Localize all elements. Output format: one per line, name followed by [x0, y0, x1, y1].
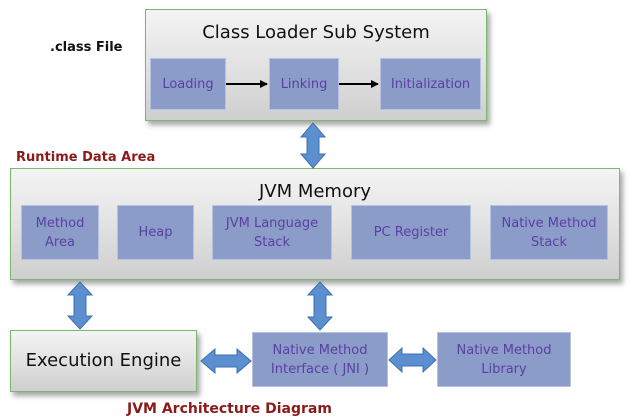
native-method-stack-box: Native Method Stack	[490, 205, 608, 260]
method-area-box: Method Area	[21, 205, 99, 260]
diagram-caption: JVM Architecture Diagram	[127, 401, 332, 417]
double-arrow-memory-jni	[306, 281, 334, 331]
linking-box: Linking	[269, 58, 339, 110]
double-arrow-loader-memory	[299, 122, 327, 169]
runtime-data-area-label: Runtime Data Area	[16, 150, 156, 165]
class-file-label: .class File	[50, 40, 123, 55]
native-method-library-box: Native Method Library	[437, 332, 571, 387]
class-loader-title: Class Loader Sub System	[202, 22, 430, 43]
initialization-box: Initialization	[380, 58, 481, 110]
double-arrow-jni-library	[388, 346, 437, 374]
loading-box: Loading	[150, 58, 226, 110]
pc-register-box: PC Register	[351, 205, 471, 260]
execution-engine-title: Execution Engine	[25, 350, 182, 371]
double-arrow-memory-engine	[66, 281, 94, 330]
execution-engine-panel: Execution Engine	[10, 330, 197, 392]
double-arrow-engine-jni	[200, 347, 252, 375]
jvm-language-stack-box: JVM Language Stack	[212, 205, 332, 260]
jvm-memory-title: JVM Memory	[258, 181, 372, 202]
heap-box: Heap	[117, 205, 194, 260]
native-method-interface-box: Native Method Interface ( JNI )	[252, 332, 388, 387]
